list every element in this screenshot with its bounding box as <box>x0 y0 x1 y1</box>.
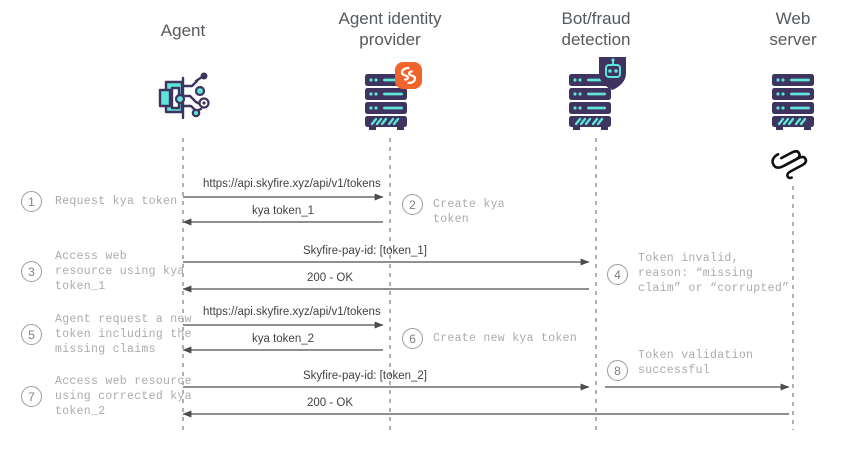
step-text-6: Create new kya token <box>433 332 578 345</box>
lane-header-agent: Agent <box>160 21 206 40</box>
server-rack-skyfire-icon <box>361 60 425 135</box>
message-label-m4: 200 - OK <box>307 272 354 284</box>
step-number-1: 1 <box>21 191 42 212</box>
step-text-7: Access web resource using corrected kya … <box>55 375 192 418</box>
skyfire-logo-badge <box>395 62 422 89</box>
step-text-3: Access web resource using kya token_1 <box>55 250 185 293</box>
message-label-m5: https://api.skyfire.xyz/api/v1/tokens <box>203 306 381 318</box>
step-number-4: 4 <box>607 264 628 285</box>
message-label-m9: 200 - OK <box>307 397 354 409</box>
step-number-3: 3 <box>21 261 42 282</box>
step-text-2: Create kya token <box>433 198 506 226</box>
step-text-5: Agent request a new token including the … <box>55 313 192 356</box>
message-label-m3: Skyfire-pay-id: [token_1] <box>303 245 428 257</box>
step-number-2: 2 <box>402 194 423 215</box>
step-number-8: 8 <box>607 360 628 381</box>
lane-header-web: Web server <box>769 9 817 49</box>
message-label-m6: kya token_2 <box>252 333 315 345</box>
step-text-8: Token validation successful <box>638 349 754 377</box>
lane-header-idp: Agent identity provider <box>338 9 442 49</box>
message-label-m2: kya token_1 <box>252 205 315 217</box>
message-label-m1: https://api.skyfire.xyz/api/v1/tokens <box>203 178 381 190</box>
step-number-5: 5 <box>21 324 42 345</box>
step-number-6: 6 <box>402 328 423 349</box>
lifeline-group <box>182 138 794 430</box>
step-text-4: Token invalid, reason: “missing claim” o… <box>638 252 790 295</box>
message-label-m7: Skyfire-pay-id: [token_2] <box>303 370 428 382</box>
lane-header-bot: Bot/fraud detection <box>561 9 631 49</box>
step-number-7: 7 <box>21 386 42 407</box>
ai-brain-circuit-icon <box>152 66 214 133</box>
step-text-1: Request kya token <box>55 195 178 208</box>
message-arrow-group <box>182 193 790 418</box>
server-rack-icon <box>768 60 820 135</box>
shield-robot-badge <box>599 57 626 90</box>
squiggle-logo <box>771 142 815 185</box>
server-rack-shield-robot-icon <box>566 55 630 135</box>
